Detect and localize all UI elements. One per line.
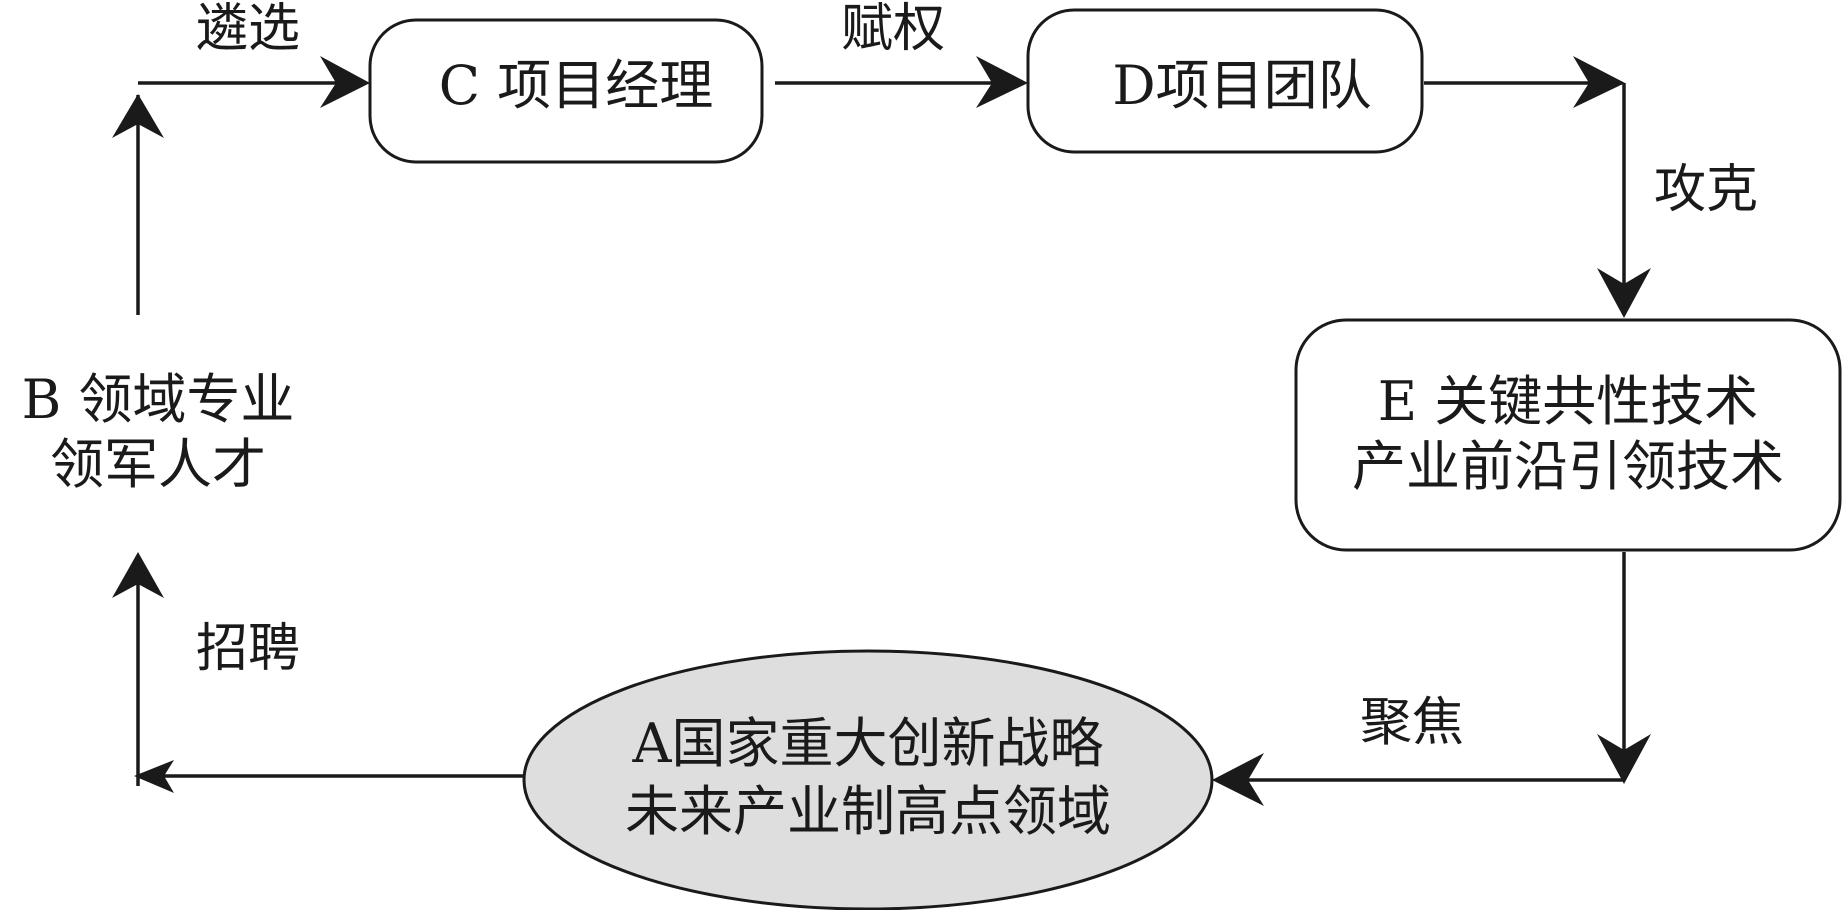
node-b-line2: 领军人才 xyxy=(50,433,266,496)
node-c-project-manager xyxy=(368,18,764,164)
arrowhead-into-e xyxy=(1597,268,1651,318)
edge-label-tackle: 攻克 xyxy=(1654,160,1758,220)
arrowhead-bottom-right xyxy=(1597,734,1651,784)
arrowhead-into-d xyxy=(976,56,1028,108)
arrowhead-up-b xyxy=(112,94,164,138)
node-d-project-team xyxy=(1026,8,1424,154)
node-a-line1: A国家重大创新战略 xyxy=(632,712,1104,775)
node-b-line1: B 领域专业 xyxy=(22,368,295,431)
node-c-label: C 项目经理 xyxy=(439,54,713,117)
arrowhead-bottom-left xyxy=(134,760,174,793)
edge-label-empower: 赋权 xyxy=(841,0,945,59)
edge-label-select: 遴选 xyxy=(196,0,300,59)
node-e-line2: 产业前沿引领技术 xyxy=(1352,435,1784,498)
edge-label-recruit: 招聘 xyxy=(196,619,300,679)
node-a-national-strategy xyxy=(522,649,1214,911)
arrowhead-into-c xyxy=(320,56,370,108)
arrowhead-into-a xyxy=(1212,753,1264,806)
node-a-line2: 未来产业制高点领域 xyxy=(625,780,1111,843)
node-e-key-technology xyxy=(1294,318,1842,552)
arrowhead-top-right xyxy=(1573,56,1625,108)
node-d-label: D项目团队 xyxy=(1112,54,1371,117)
arrowhead-into-b xyxy=(112,552,164,598)
edge-label-focus: 聚焦 xyxy=(1360,693,1464,753)
node-e-line1: E 关键共性技术 xyxy=(1378,370,1759,433)
